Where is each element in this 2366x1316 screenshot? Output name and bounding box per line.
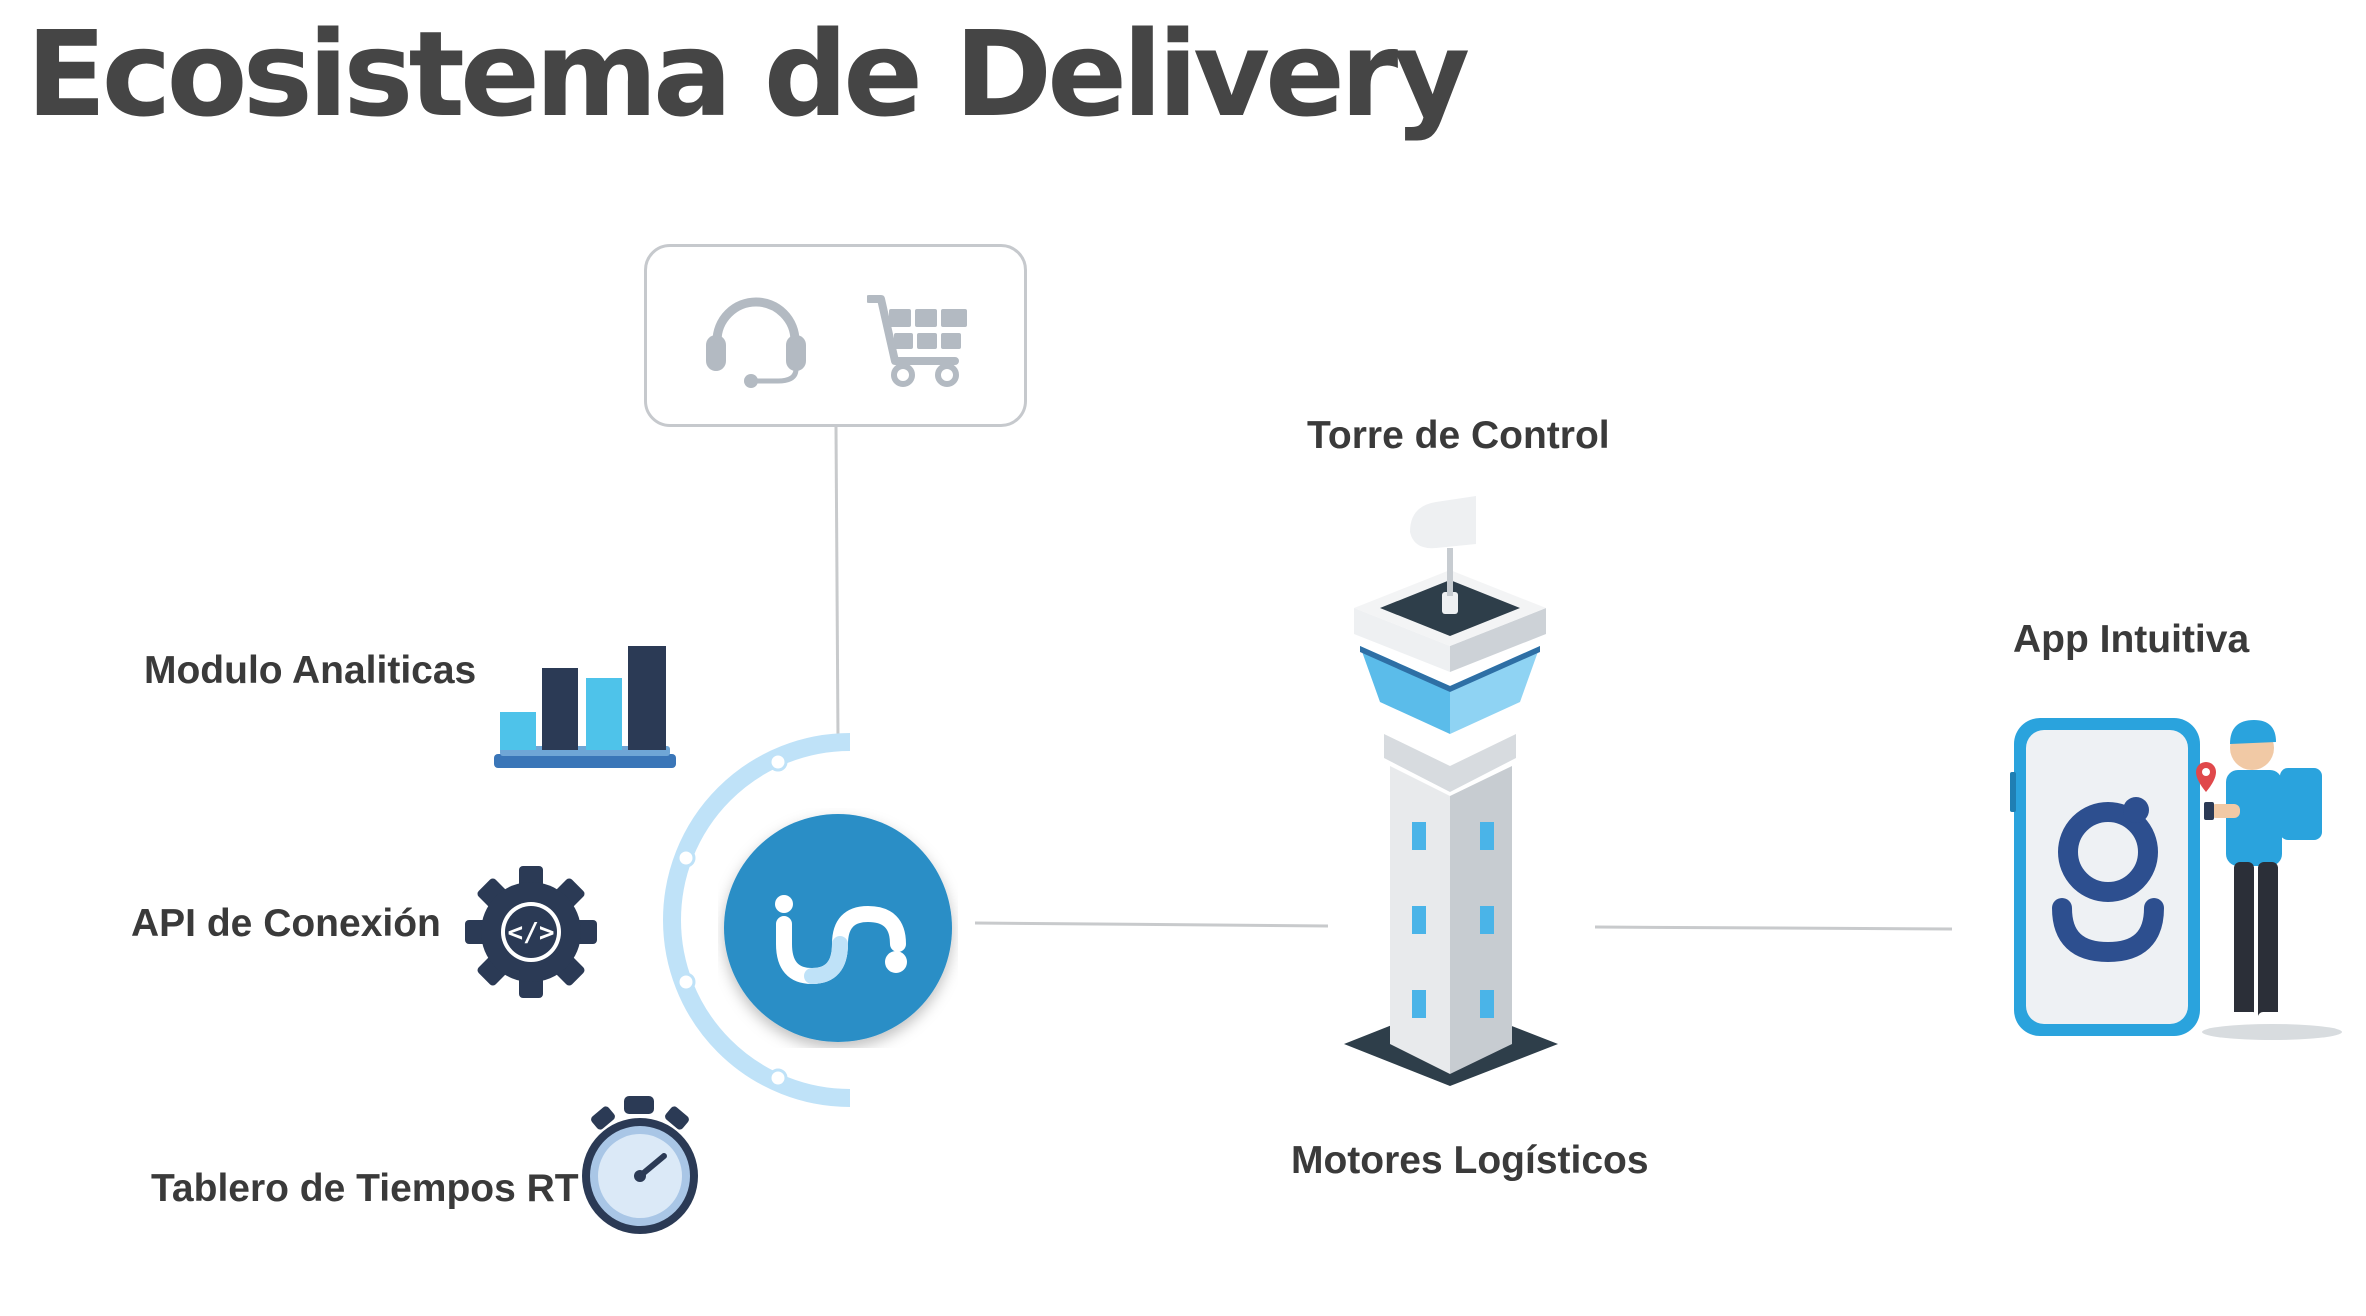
analytics-label: Modulo Analiticas [144, 649, 477, 692]
code-gear-icon: </> [465, 866, 597, 998]
phone-courier-icon [2010, 718, 2342, 1040]
engines-label: Motores Logísticos [1291, 1139, 1649, 1182]
hub-arc [663, 733, 851, 1107]
shopping-cart-icon [867, 295, 967, 387]
line-tower-to-app [1594, 925, 1953, 931]
api-label: API de Conexión [131, 902, 441, 945]
bar-chart-icon [494, 646, 676, 768]
channels-box [644, 244, 1027, 427]
stopwatch-icon [582, 1096, 698, 1234]
dashboard-label: Tablero de Tiempos RT [151, 1167, 579, 1210]
svg-text:</>: </> [508, 918, 555, 948]
hub-logo [724, 814, 952, 1042]
control-tower-label: Torre de Control [1307, 414, 1610, 457]
line-hub-to-tower [974, 921, 1329, 928]
line-channels-to-hub [834, 426, 840, 741]
control-tower-icon [1344, 496, 1558, 1086]
page-title: Ecosistema de Delivery [26, 5, 1470, 143]
headset-icon [706, 297, 806, 388]
app-label: App Intuitiva [2013, 618, 2250, 661]
